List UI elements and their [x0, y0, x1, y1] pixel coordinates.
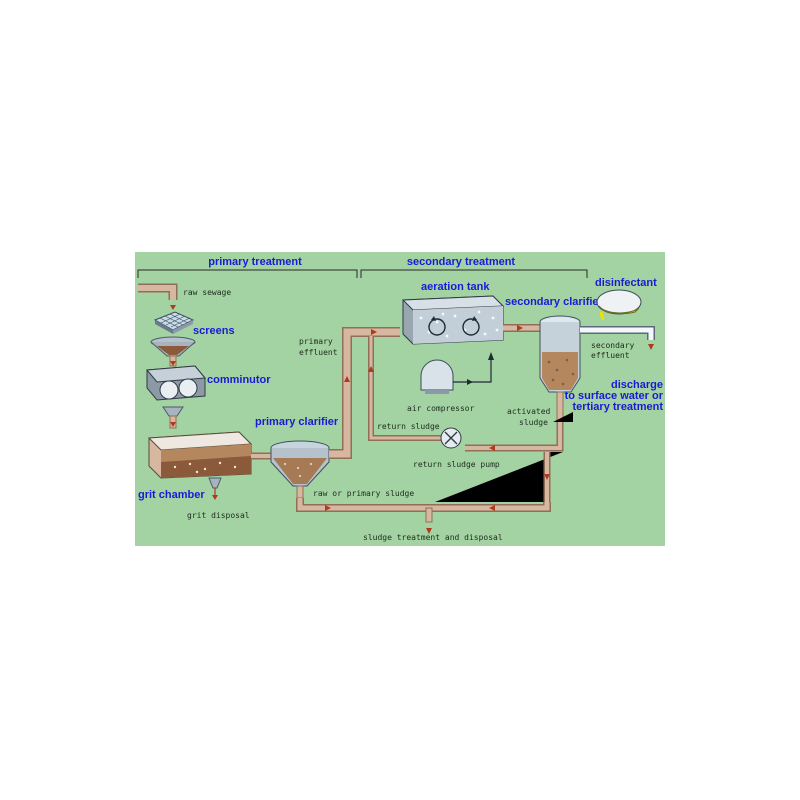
- aeration-to-clarifier-pipe: [503, 324, 540, 332]
- secondary-clarifier-label: secondary clarifier: [505, 296, 604, 308]
- primary-flow-arrows: [170, 305, 176, 427]
- wastewater-treatment-diagram: primary treatment secondary treatment ra…: [135, 252, 665, 546]
- raw-sewage-label: raw sewage: [183, 288, 231, 297]
- activated-sludge-pipe: [465, 422, 564, 452]
- return-sludge-label: return sludge: [377, 422, 440, 431]
- grit-disposal-label: grit disposal: [187, 511, 250, 520]
- activated-sludge-label-1: activated: [507, 407, 551, 416]
- raw-sewage-pipe: [138, 283, 178, 300]
- screens-label: screens: [193, 325, 235, 337]
- sludge-treatment-label: sludge treatment and disposal: [363, 533, 503, 542]
- primary-effluent-label-2: effluent: [299, 348, 338, 357]
- raw-or-primary-sludge-label: raw or primary sludge: [313, 489, 414, 498]
- discharge-tertiary-label: tertiary treatment: [573, 401, 664, 413]
- disinfectant-icon: [596, 289, 642, 321]
- secondary-effluent-label-2: effluent: [591, 351, 630, 360]
- return-sludge-pump-label: return sludge pump: [413, 460, 500, 469]
- return-sludge-pump-icon: [440, 427, 462, 449]
- disinfectant-label: disinfectant: [595, 277, 657, 289]
- air-compressor-icon: [420, 352, 494, 394]
- grit-chamber-label: grit chamber: [138, 489, 205, 501]
- primary-clarifier-label: primary clarifier: [255, 416, 339, 428]
- screens-icon: [153, 311, 195, 334]
- waste-activated-sludge-pipe: [435, 412, 573, 502]
- aeration-tank-icon: [401, 295, 505, 345]
- primary-effluent-label-1: primary: [299, 337, 333, 346]
- grit-chamber-icon: [147, 431, 253, 500]
- discharge-surface-water-label: to surface water or: [565, 390, 664, 402]
- air-compressor-label: air compressor: [407, 404, 475, 413]
- activated-sludge-label-2: sludge: [519, 418, 548, 427]
- secondary-clarifier-icon: [539, 315, 581, 423]
- primary-effluent-pipe: [329, 327, 400, 459]
- secondary-effluent-pipe: [580, 326, 655, 350]
- secondary-bracket: [360, 269, 588, 278]
- return-sludge-pipe: [368, 336, 441, 441]
- secondary-effluent-label-1: secondary: [591, 341, 635, 350]
- primary-bracket: [137, 269, 358, 278]
- aeration-tank-label: aeration tank: [421, 281, 490, 293]
- secondary-treatment-header: secondary treatment: [407, 256, 516, 268]
- diagram-background: [135, 252, 665, 546]
- primary-treatment-header: primary treatment: [208, 256, 302, 268]
- sludge-disposal-pipe: [296, 498, 551, 534]
- discharge-label: discharge: [611, 379, 663, 391]
- comminutor-label: comminutor: [207, 374, 271, 386]
